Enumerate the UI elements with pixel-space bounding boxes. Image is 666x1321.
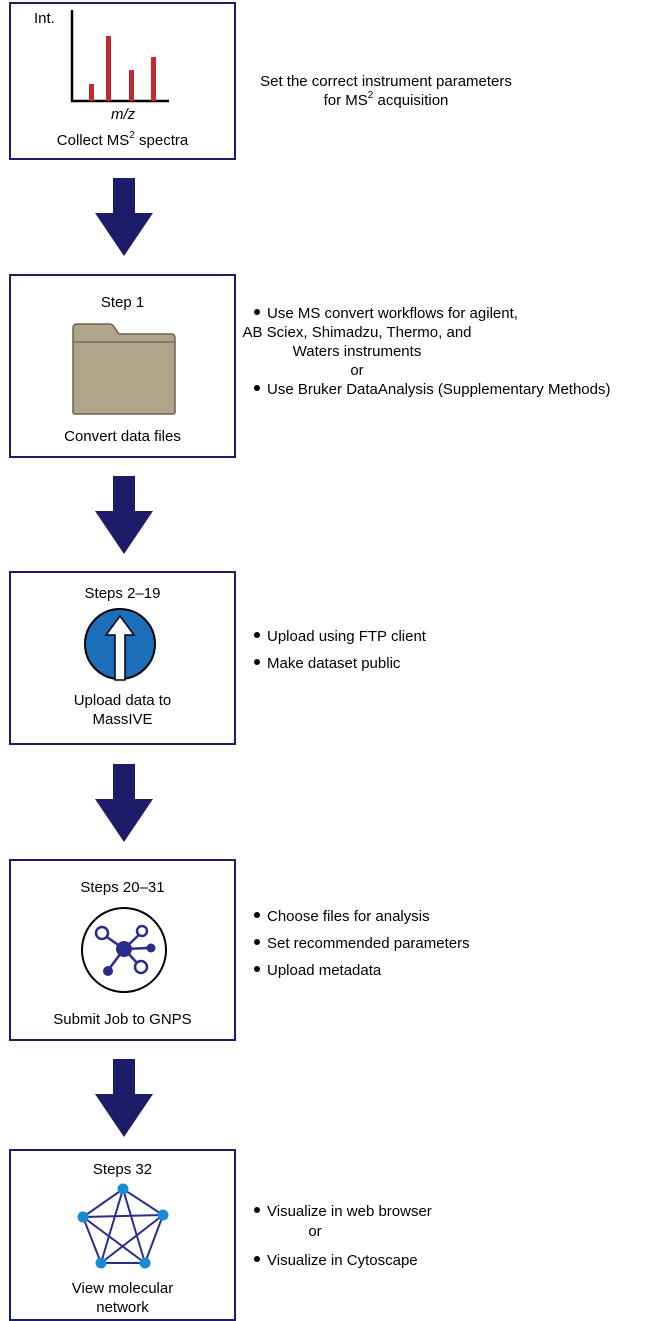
upload-box: Steps 2–19 Upload data to MassIVE <box>9 571 236 745</box>
molecular-network-icon <box>77 1183 169 1269</box>
box-caption: Upload data to MassIVE <box>73 692 172 728</box>
down-arrow <box>95 764 153 842</box>
bullet-item: Upload metadata <box>254 961 381 980</box>
down-arrow <box>95 1059 153 1137</box>
mass-spectrum-icon <box>70 10 169 103</box>
box-caption: Collect MS2 spectra <box>56 130 189 150</box>
view-network-box: Steps 32 View molecular network <box>9 1149 236 1321</box>
bullet-item: Upload using FTP client <box>254 627 426 646</box>
upload-arrow-icon <box>84 608 156 681</box>
bullet-icon <box>254 939 260 946</box>
bullet-icon <box>254 659 260 666</box>
bullet-item: Visualize in Cytoscape <box>254 1251 418 1270</box>
instrument-params-text: Set the correct instrument parameters fo… <box>260 73 512 109</box>
box-caption: Convert data files <box>64 428 181 445</box>
bullet-item: Set recommended parameters <box>254 934 470 953</box>
box-caption: Submit Job to GNPS <box>53 1011 192 1028</box>
bullet-icon <box>254 632 260 639</box>
bullet-icon <box>254 1256 260 1263</box>
box-title: Steps 32 <box>92 1161 153 1178</box>
bullet-item: Choose files for analysis <box>254 907 430 926</box>
down-arrow <box>95 476 153 554</box>
bullet-icon <box>254 385 260 392</box>
collect-spectra-box: Int. m/z Collect MS2 spectra <box>9 2 236 160</box>
box-title: Steps 2–19 <box>84 585 161 602</box>
bullet-icon <box>254 966 260 973</box>
box-caption: View molecular network <box>71 1280 174 1316</box>
bullet-item: Make dataset public <box>254 654 400 673</box>
or-text: or <box>308 1223 322 1240</box>
down-arrow <box>95 178 153 256</box>
bullet-icon <box>254 1207 260 1214</box>
bullet-item: Use Bruker DataAnalysis (Supplementary M… <box>254 380 610 399</box>
bullet-icon <box>254 309 260 316</box>
convert-files-box: Step 1 Convert data files <box>9 274 236 458</box>
box-title: Steps 20–31 <box>80 879 165 896</box>
axis-label-mz: m/z <box>111 106 136 123</box>
bullet-icon <box>254 912 260 919</box>
bullet-continuation: AB Sciex, Shimadzu, Thermo, and Waters i… <box>242 324 472 379</box>
bullet-item: Use MS convert workflows for agilent, <box>254 304 518 323</box>
folder-icon <box>72 323 176 415</box>
gnps-network-icon <box>81 907 167 993</box>
submit-gnps-box: Steps 20–31 Submit Job to GNPS <box>9 859 236 1041</box>
axis-label-intensity: Int. <box>34 10 55 27</box>
bullet-item: Visualize in web browser <box>254 1202 432 1221</box>
box-title: Step 1 <box>100 294 145 311</box>
